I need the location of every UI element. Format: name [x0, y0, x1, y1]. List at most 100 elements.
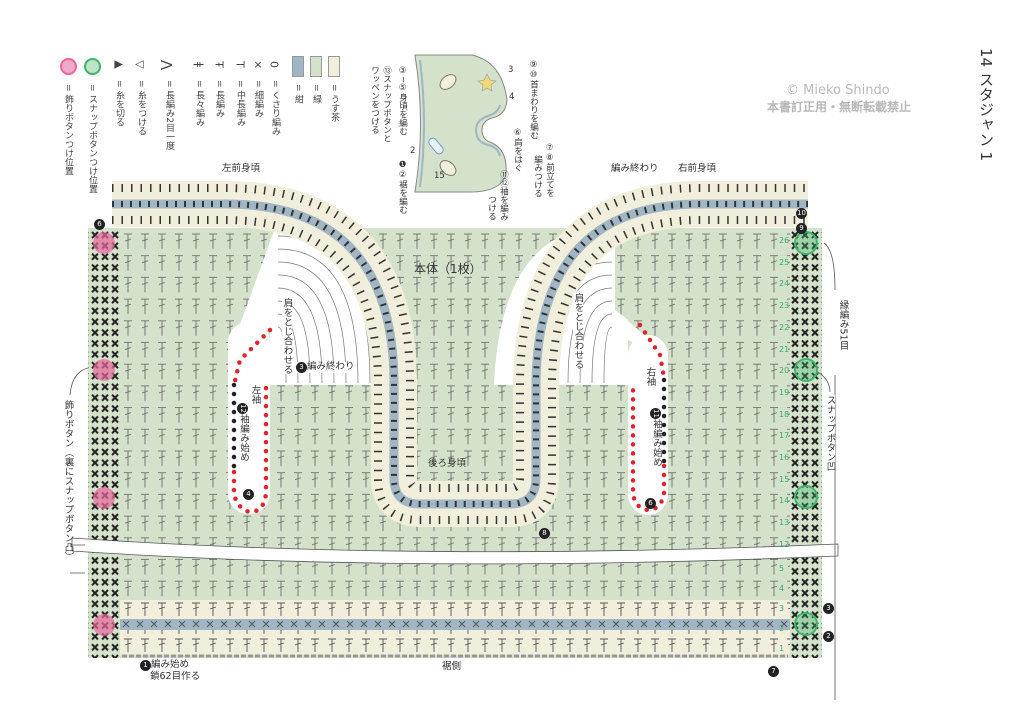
step-number: 6 — [645, 498, 656, 509]
right-armhole — [628, 335, 668, 515]
step-number: 8 — [539, 528, 550, 539]
step-number: 10 — [796, 208, 807, 219]
step-number: 1 — [140, 660, 151, 671]
page-title: 14 スタジャン 1 — [977, 48, 995, 162]
copyright-notice: 本書訂正用・無断転載禁止 — [767, 100, 912, 114]
navy-swatch — [292, 56, 304, 77]
row-number: 4 — [779, 584, 785, 593]
row-number: 3 — [779, 604, 785, 613]
legend-label: = 中長編み — [235, 80, 245, 127]
join-arrow — [591, 313, 613, 384]
right-sleeve-start-label: 袖編み始め — [651, 419, 662, 467]
finish-label: 編み終わり — [611, 163, 659, 174]
step-number: 7 — [768, 666, 779, 677]
row-number: 24 — [779, 279, 790, 289]
hem-label: 裾側 — [442, 661, 462, 672]
legend-label: = くさり編み — [270, 80, 280, 136]
row-number: 18 — [779, 409, 790, 419]
right-border — [790, 228, 822, 658]
row-number: 26 — [779, 236, 790, 245]
copyright-line: © Mieko Shindo — [786, 83, 890, 98]
mini-number: 2 — [410, 146, 416, 156]
mini-step: ❶②裾を編む — [397, 160, 408, 214]
star-patch-icon — [477, 73, 497, 92]
join-arrow — [277, 248, 359, 384]
row-number: 1 — [779, 644, 785, 653]
left-front-label: 左前身頃 — [222, 163, 261, 174]
step-number: 3 — [823, 603, 834, 614]
row-number: 2 — [779, 624, 785, 633]
mini-step: ⑨⑩首まわりを編む — [528, 60, 539, 140]
step-number: 4 — [243, 489, 254, 500]
mini-step: ⑦⑧前立てを — [544, 143, 555, 197]
legend-label: = 紺 — [293, 84, 303, 104]
legend-label: = 緑 — [311, 84, 321, 104]
shoulder-join-right: 肩をとじ合わせる — [572, 293, 584, 369]
shoulder-join-left: 肩をとじ合わせる — [281, 298, 293, 374]
join-arrow — [277, 261, 347, 384]
mini-number: 3 — [508, 65, 514, 75]
step-number: 11 — [650, 408, 661, 419]
mini-step: ワッペンをつける — [369, 66, 380, 134]
legend-label: = うす茶 — [329, 84, 339, 122]
row-number: 15 — [779, 474, 790, 484]
step-number: 12 — [237, 403, 248, 414]
legend-label: = スナップボタンつけ位置 — [87, 84, 97, 194]
step-number: 9 — [796, 223, 807, 234]
left-sleeve-start-label: 袖編み始め — [238, 414, 249, 462]
mini-jacket-diagram — [414, 54, 508, 193]
join-arrow — [603, 326, 613, 384]
decor-button-position-icon — [60, 58, 77, 75]
mini-step: ③~⑤身頃を編む — [397, 66, 408, 136]
mini-step: ⑬スナップボタンと — [381, 66, 392, 143]
mini-step: ⑪⑫袖を編み — [498, 170, 509, 221]
mini-step: つける — [486, 195, 497, 221]
legend-label: = 長編み2目一度 — [164, 80, 174, 151]
row-number: 13 — [779, 518, 790, 528]
row-number: 22 — [779, 322, 790, 332]
single-crochet-icon: × — [253, 58, 263, 71]
mini-number: 4 — [509, 92, 515, 102]
step-number: 6 — [94, 219, 105, 230]
start-chain-label: 鎖62目作る — [150, 671, 201, 682]
back-label: 後ろ身頃 — [428, 458, 467, 469]
border-stitch-count: 縁編み51目 — [837, 300, 849, 351]
left-sleeve-label: 左袖 — [249, 385, 261, 404]
join-arrow — [277, 274, 335, 384]
mini-step: ⑥肩をはぐ — [512, 128, 523, 172]
row-number: 12 — [779, 539, 790, 549]
row-number: 25 — [779, 257, 790, 267]
chart-break — [71, 537, 839, 565]
right-front-label: 右前身頃 — [678, 163, 717, 174]
mini-number: 15 — [434, 171, 445, 181]
legend-label: = 長々編み — [194, 80, 204, 127]
row-number: 21 — [779, 344, 790, 354]
step-number: 3 — [296, 362, 307, 373]
row-number: 14 — [779, 496, 790, 506]
mini-step: 編みつける — [532, 155, 543, 198]
finish-3-label: 編み終わり — [307, 361, 355, 372]
right-sleeve-label: 右袖 — [644, 367, 656, 386]
decor-button-positions — [93, 232, 115, 636]
legend-label: = 糸を切る — [114, 80, 124, 127]
row-number: 17 — [779, 431, 790, 441]
decor-button-note: 飾りボタン（裏にスナップボタン凸） — [62, 400, 74, 562]
row-number: 5 — [779, 564, 785, 573]
step-number: 2 — [823, 631, 834, 642]
body-stitches — [120, 228, 790, 600]
legend-label: = 糸をつける — [136, 80, 146, 136]
body-title: 本体（1枚） — [414, 262, 482, 276]
row-number: 23 — [779, 301, 790, 311]
left-border — [88, 228, 120, 658]
legend-label: = 長編み — [214, 80, 224, 118]
row-number: 20 — [779, 366, 790, 376]
snap-button-note: スナップボタン凹 — [824, 395, 836, 471]
bone-patch-icon — [428, 137, 444, 155]
beige-swatch — [328, 56, 340, 77]
snap-button-position-icon — [84, 58, 101, 75]
snap-button-positions — [794, 231, 818, 636]
start-label: 編み始め — [151, 659, 190, 670]
legend-label: = 飾りボタンつけ位置 — [63, 84, 73, 176]
